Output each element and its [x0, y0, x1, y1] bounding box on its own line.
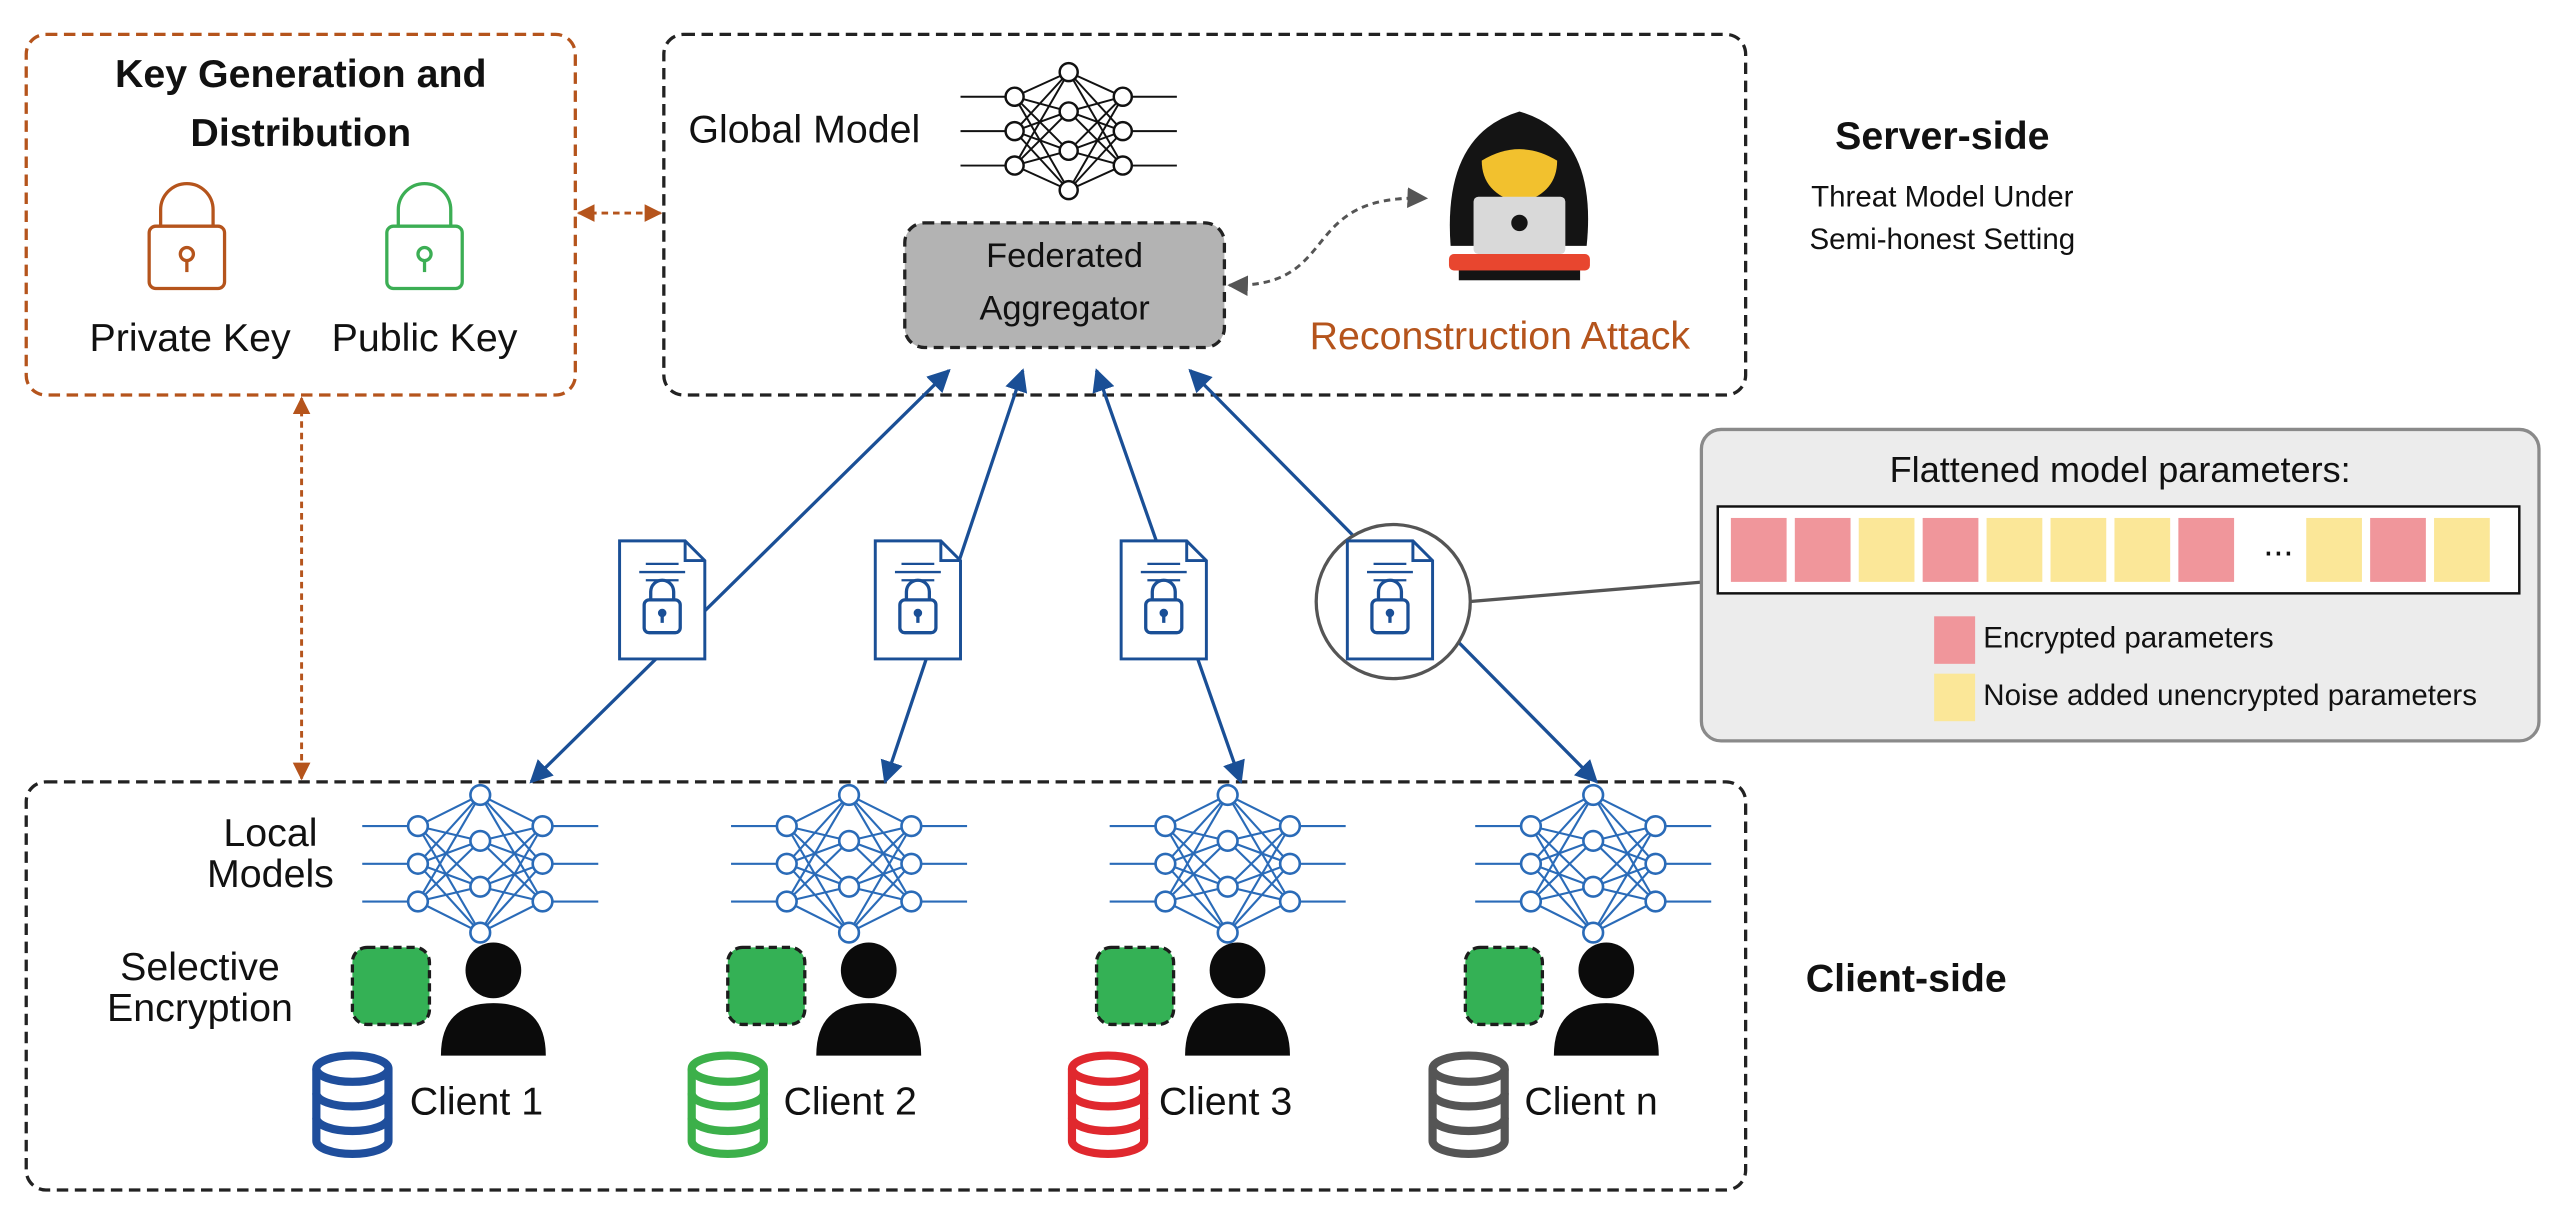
param-cells [1730, 517, 2490, 582]
selective-encryption-line2: Encryption [107, 986, 293, 1031]
client-label-3: Client 3 [1158, 1080, 1293, 1125]
key-box-title-line1: Key Generation and [114, 52, 487, 97]
selective-encryption-squares [350, 945, 1545, 1027]
threat-model-line2: Semi-honest Setting [1809, 222, 2076, 256]
params-panel-title: Flattened model parameters: [1889, 449, 2351, 491]
local-model-icon-2 [729, 783, 969, 944]
client-label-n: Client n [1524, 1080, 1658, 1125]
local-models-line1: Local [223, 811, 318, 856]
key-generation-box [24, 32, 577, 397]
public-key-icon [385, 181, 464, 291]
attack-link [1227, 187, 1429, 297]
database-icon-n [1433, 1056, 1505, 1154]
noise-param-cell [2434, 517, 2490, 582]
noise-param-cell [1986, 517, 2043, 582]
client-side-label: Client-side [1805, 957, 2007, 1002]
noise-param-cell [2306, 517, 2362, 582]
public-key-label: Public Key [331, 316, 518, 361]
private-key-icon [147, 181, 227, 291]
noise-param-cell [1858, 517, 1915, 582]
database-icon-1 [316, 1056, 388, 1154]
global-model-network-icon [959, 61, 1179, 201]
database-icon-2 [692, 1056, 764, 1154]
hacker-icon [1448, 111, 1590, 281]
encrypted-update-icon-3 [1119, 539, 1209, 661]
zoom-connector [1470, 580, 1705, 604]
threat-model-line1: Threat Model Under [1811, 180, 2074, 214]
local-model-icon-3 [1108, 783, 1348, 944]
user-icon-3 [1185, 942, 1290, 1056]
selective-encryption-line1: Selective [120, 945, 280, 991]
server-box [662, 32, 1748, 397]
encrypted-update-icon-1 [617, 539, 707, 661]
legend-encrypted-swatch [1934, 616, 1976, 664]
global-model-label: Global Model [688, 108, 921, 153]
local-model-icon-n [1473, 783, 1713, 944]
server-side-label: Server-side [1835, 114, 2050, 159]
legend-noise-label: Noise added unencrypted parameters [1983, 678, 2477, 712]
encrypted-param-cell [1730, 517, 1787, 582]
user-icon-n [1553, 942, 1659, 1056]
encrypted-param-cell [1794, 517, 1851, 582]
noise-param-cell [2114, 517, 2171, 582]
database-icon-3 [1072, 1056, 1144, 1154]
reconstruction-attack-label: Reconstruction Attack [1309, 314, 1691, 359]
client-label-1: Client 1 [409, 1080, 544, 1125]
federated-aggregator-box [903, 221, 1227, 350]
aggregator-label-line2: Aggregator [979, 290, 1150, 328]
client-label-2: Client 2 [783, 1080, 917, 1125]
key-box-title-line2: Distribution [190, 111, 412, 156]
aggregator-label-line1: Federated [986, 237, 1144, 276]
legend-noise-swatch [1934, 673, 1976, 722]
local-models-line2: Models [207, 852, 334, 897]
encrypted-update-icon-2 [873, 539, 963, 661]
encrypted-param-cell [2370, 517, 2426, 582]
encrypted-update-icon-n [1345, 539, 1435, 661]
user-icon-2 [816, 942, 922, 1056]
params-ellipsis: ... [2263, 522, 2294, 564]
local-model-icon-1 [360, 783, 600, 944]
legend-encrypted-label: Encrypted parameters [1983, 621, 2274, 655]
encrypted-param-cell [1922, 517, 1979, 582]
noise-param-cell [2050, 517, 2107, 582]
user-icon-1 [440, 942, 546, 1056]
private-key-label: Private Key [89, 316, 291, 361]
encrypted-param-cell [2178, 517, 2235, 582]
